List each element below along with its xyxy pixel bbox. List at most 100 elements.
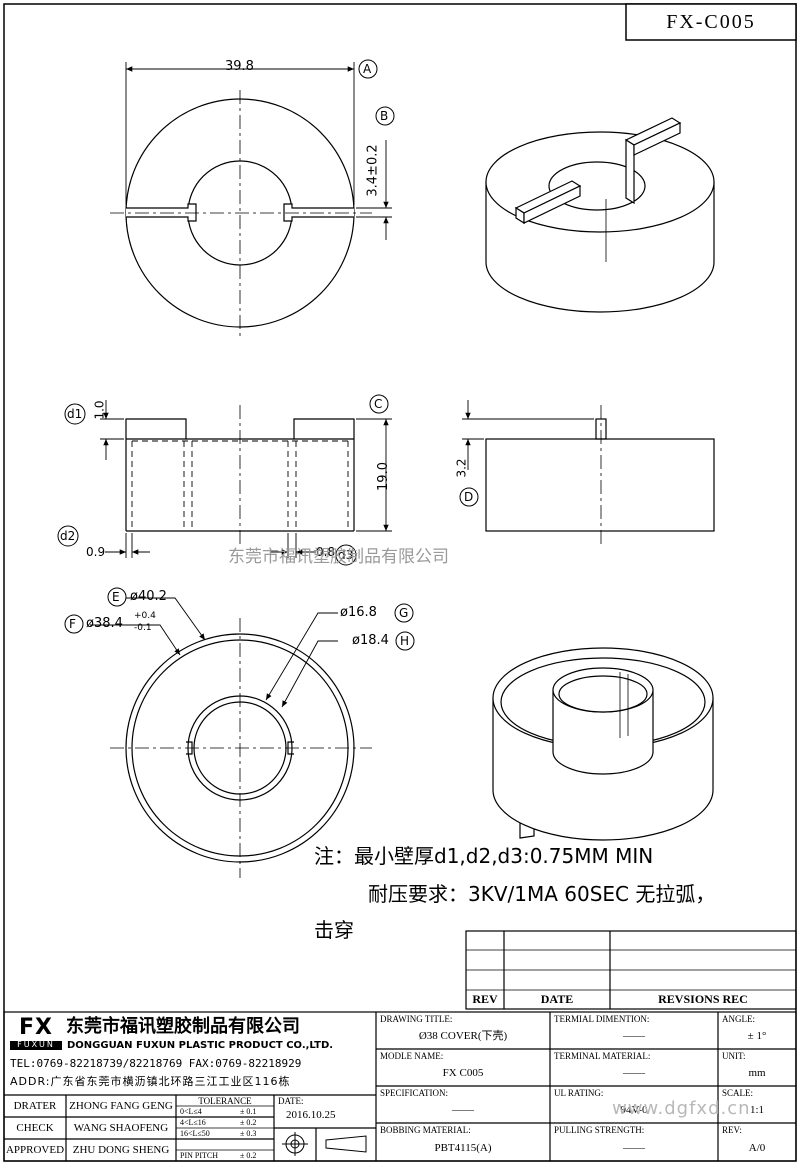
dim-outer-width: [125, 62, 355, 205]
pulling-strength-label: PULLING STRENGTH:: [554, 1125, 645, 1135]
logo-sub-bar: [10, 1041, 62, 1050]
model-name-label: MODLE NAME:: [380, 1051, 444, 1061]
projection-symbol: [282, 1132, 367, 1156]
rev-table: [465, 930, 797, 1010]
rev-header-rev: REV: [472, 992, 498, 1006]
dim-outer-width-text: 39.8: [225, 59, 254, 74]
balloon-d2: d2: [60, 529, 76, 543]
balloon-A-circle: [358, 59, 378, 79]
tolerance-title: TOLERANCE: [198, 1096, 252, 1106]
dim-total-height-text: 19.0: [375, 462, 391, 491]
balloon-D-circle: [459, 487, 479, 507]
balloon-d3-circle: [335, 544, 357, 566]
drawing-title-value: Ø38 COVER(下壳): [418, 1030, 508, 1042]
front-view-dims: [100, 400, 392, 558]
balloon-H-circle: [395, 631, 415, 651]
company-logo: FX: [19, 1015, 53, 1040]
company-name-cn: 东莞市福讯塑胶制品有限公司: [66, 1016, 300, 1037]
approval-role-drater: DRATER: [13, 1100, 57, 1112]
rev-label: REV:: [722, 1125, 742, 1135]
balloon-G-circle: [394, 603, 414, 623]
iso-view-bottom: [492, 647, 714, 841]
approval-role-check: CHECK: [16, 1122, 54, 1134]
balloon-F-circle: [64, 614, 84, 634]
iso-view-top: [485, 117, 715, 313]
dim-top-height-text: 1.0: [92, 400, 107, 420]
company-watermark: 东莞市福讯塑胶制品有限公司: [228, 547, 449, 567]
dim-dia-H-text: ø18.4: [352, 633, 389, 648]
tolerance-value-4: ± 0.2: [240, 1151, 257, 1160]
balloon-d1: d1: [67, 407, 83, 421]
dim-wall-d3-text: 0.8: [316, 545, 336, 559]
dim-dia-F-text: ø38.4: [86, 616, 123, 631]
terminal-material-value: ——: [623, 1067, 645, 1079]
balloon-D: D: [464, 490, 474, 504]
angle-value: ± 1°: [747, 1030, 767, 1042]
rev-header-date: DATE: [540, 992, 574, 1006]
date-value: 2016.10.25: [286, 1109, 336, 1121]
dim-wall-d2-text: 0.9: [86, 545, 106, 559]
site-watermark: www.dgfxd.cn: [612, 1098, 751, 1119]
note-line-1: 注：最小壁厚d1,d2,d3:0.75MM MIN: [314, 844, 654, 868]
balloon-d1-circle: [64, 403, 86, 425]
company-name-en: DONGGUAN FUXUN PLASTIC PRODUCT CO.,LTD.: [67, 1040, 334, 1051]
top-view: [110, 90, 372, 340]
date-label: DATE:: [278, 1096, 304, 1106]
note-line-3: 击穿: [314, 918, 354, 942]
rev-header-revisions: REVSIONS REC: [658, 992, 748, 1006]
balloon-d2-circle: [57, 525, 79, 547]
balloon-d3: d3: [338, 548, 354, 562]
terminal-material-label: TERMINAL MATERIAL:: [554, 1051, 651, 1061]
pulling-strength-value: ——: [623, 1142, 645, 1154]
bobbin-material-value: PBT4115(A): [434, 1142, 492, 1154]
dim-slot-width: [356, 140, 392, 240]
rev-value: A/0: [748, 1142, 766, 1154]
side-view-dims: [462, 400, 594, 470]
tolerance-value-1: ± 0.1: [240, 1107, 257, 1116]
dim-dia-G-text: ø16.8: [340, 605, 377, 620]
tolerance-value-2: ± 0.2: [240, 1118, 257, 1127]
bobbin-material-label: BOBBING MATERIAL:: [380, 1125, 471, 1135]
balloon-G: G: [399, 606, 409, 620]
bottom-view: [110, 618, 372, 878]
dim-dia-F-tol-minus: -0.1: [134, 623, 152, 633]
terminal-dim-value: ——: [623, 1030, 645, 1042]
note-line-2: 耐压要求：3KV/1MA 60SEC 无拉弧，: [368, 882, 716, 906]
bottom-view-leaders: [90, 597, 338, 708]
dim-slot-width-text: 3.4±0.2: [365, 144, 381, 197]
tolerance-range-1: 0<L≤4: [180, 1107, 202, 1116]
approval-name-approved: ZHU DONG SHENG: [72, 1144, 170, 1156]
dim-side-height-text: 3.2: [454, 458, 469, 478]
balloon-C: C: [374, 397, 383, 411]
tolerance-range-4: PIN PITCH: [180, 1151, 219, 1160]
balloon-H: H: [400, 634, 410, 648]
drawing-number-box: [625, 3, 797, 41]
model-name-value: FX C005: [442, 1067, 484, 1079]
logo-box: [10, 1017, 62, 1040]
front-view: [125, 405, 355, 545]
terminal-dim-label: TERMIAL DIMENTION:: [554, 1014, 650, 1024]
title-block-lines: [3, 1011, 797, 1162]
specification-label: SPECIFICATION:: [380, 1088, 449, 1098]
balloon-B: B: [380, 109, 389, 123]
angle-label: ANGLE:: [722, 1014, 755, 1024]
dim-dia-F-tol-plus: +0.4: [134, 611, 156, 621]
scale-value: 1:1: [749, 1104, 765, 1116]
balloon-E: E: [112, 590, 120, 604]
company-tel: TEL:0769-82218739/82218769 FAX:0769-8221…: [10, 1057, 302, 1070]
dim-dia-E-text: ø40.2: [130, 589, 167, 604]
tolerance-range-2: 4<L≤16: [180, 1118, 206, 1127]
balloon-F: F: [69, 617, 76, 631]
drawing-number: FX-C005: [666, 11, 756, 33]
ul-rating-label: UL RATING:: [554, 1088, 604, 1098]
approval-name-check: WANG SHAOFENG: [73, 1122, 169, 1134]
unit-value: mm: [748, 1067, 766, 1079]
approval-role-approved: APPROVED: [5, 1144, 65, 1156]
balloon-B-circle: [375, 106, 395, 126]
company-addr: ADDR:广东省东莞市横沥镇北环路三江工业区116栋: [10, 1075, 291, 1088]
unit-label: UNIT:: [722, 1051, 746, 1061]
drawing-title-label: DRAWING TITLE:: [380, 1014, 453, 1024]
balloon-C-circle: [369, 394, 389, 414]
